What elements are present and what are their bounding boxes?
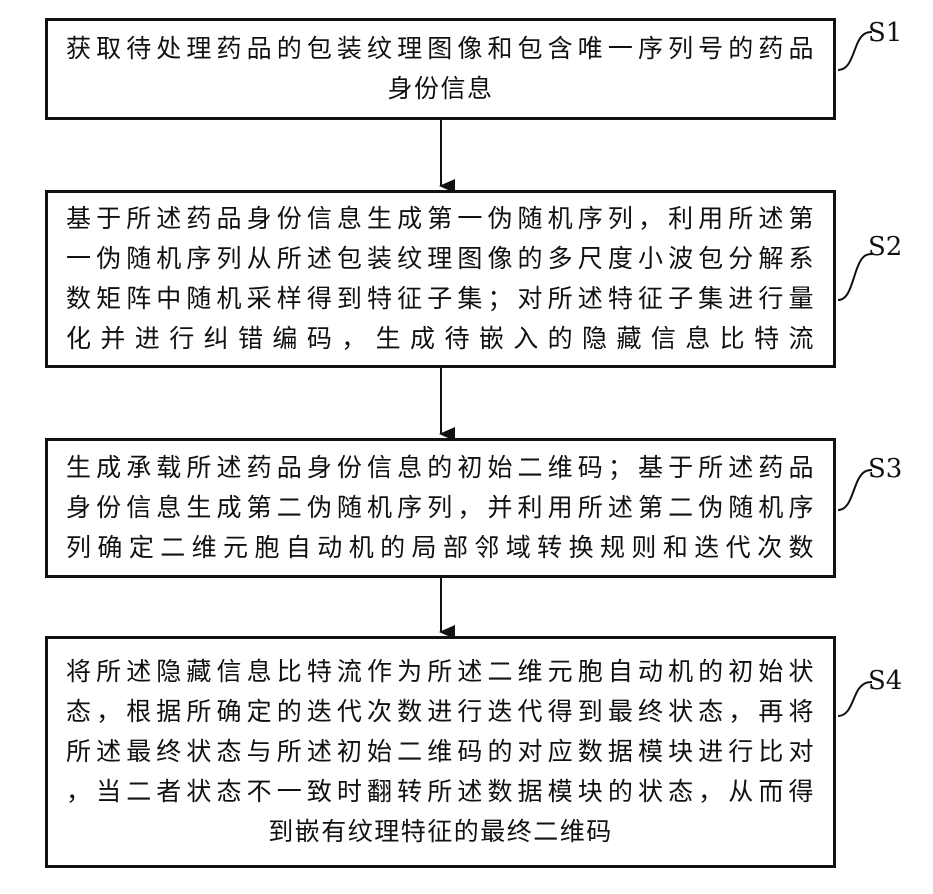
step-s2-line-4: 化并进行纠错编码，生成待嵌入的隐藏信息比特流	[66, 319, 815, 359]
step-s1-line-2: 身份信息	[66, 69, 815, 109]
step-s2-line-2: 一伪随机序列从所述包装纹理图像的多尺度小波包分解系	[66, 239, 815, 279]
step-box-s3: 生成承载所述药品身份信息的初始二维码；基于所述药品 身份信息生成第二伪随机序列，…	[45, 438, 836, 578]
leader-curve-s2	[838, 254, 872, 300]
step-s3-line-3: 列确定二维元胞自动机的局部邻域转换规则和迭代次数	[66, 528, 815, 568]
step-box-s1: 获取待处理药品的包装纹理图像和包含唯一序列号的药品 身份信息	[45, 18, 836, 120]
step-box-s2: 基于所述药品身份信息生成第一伪随机序列，利用所述第 一伪随机序列从所述包装纹理图…	[45, 190, 836, 368]
leader-curve-s4	[838, 682, 872, 716]
step-s4-line-1: 将所述隐藏信息比特流作为所述二维元胞自动机的初始状	[66, 652, 815, 692]
step-s3-line-1: 生成承载所述药品身份信息的初始二维码；基于所述药品	[66, 448, 815, 488]
step-s4-line-3: 所述最终状态与所述初始二维码的对应数据模块进行比对	[66, 732, 815, 772]
leader-curve-s1	[838, 32, 872, 70]
step-label-s3: S3	[868, 454, 902, 484]
step-box-s4: 将所述隐藏信息比特流作为所述二维元胞自动机的初始状 态，根据所确定的迭代次数进行…	[45, 636, 836, 868]
step-s2-line-3: 数矩阵中随机采样得到特征子集；对所述特征子集进行量	[66, 279, 815, 319]
step-label-s1: S1	[868, 18, 902, 48]
step-s3-line-2: 身份信息生成第二伪随机序列，并利用所述第二伪随机序	[66, 488, 815, 528]
step-s2-line-1: 基于所述药品身份信息生成第一伪随机序列，利用所述第	[66, 199, 815, 239]
step-s4-line-4: ，当二者状态不一致时翻转所述数据模块的状态，从而得	[66, 772, 815, 812]
step-s1-line-1: 获取待处理药品的包装纹理图像和包含唯一序列号的药品	[66, 29, 815, 69]
leader-curve-s3	[838, 470, 872, 510]
step-label-s2: S2	[868, 232, 902, 262]
step-label-s4: S4	[868, 666, 902, 696]
step-s4-line-2: 态，根据所确定的迭代次数进行迭代得到最终状态，再将	[66, 692, 815, 732]
step-s4-line-5: 到嵌有纹理特征的最终二维码	[66, 812, 815, 852]
